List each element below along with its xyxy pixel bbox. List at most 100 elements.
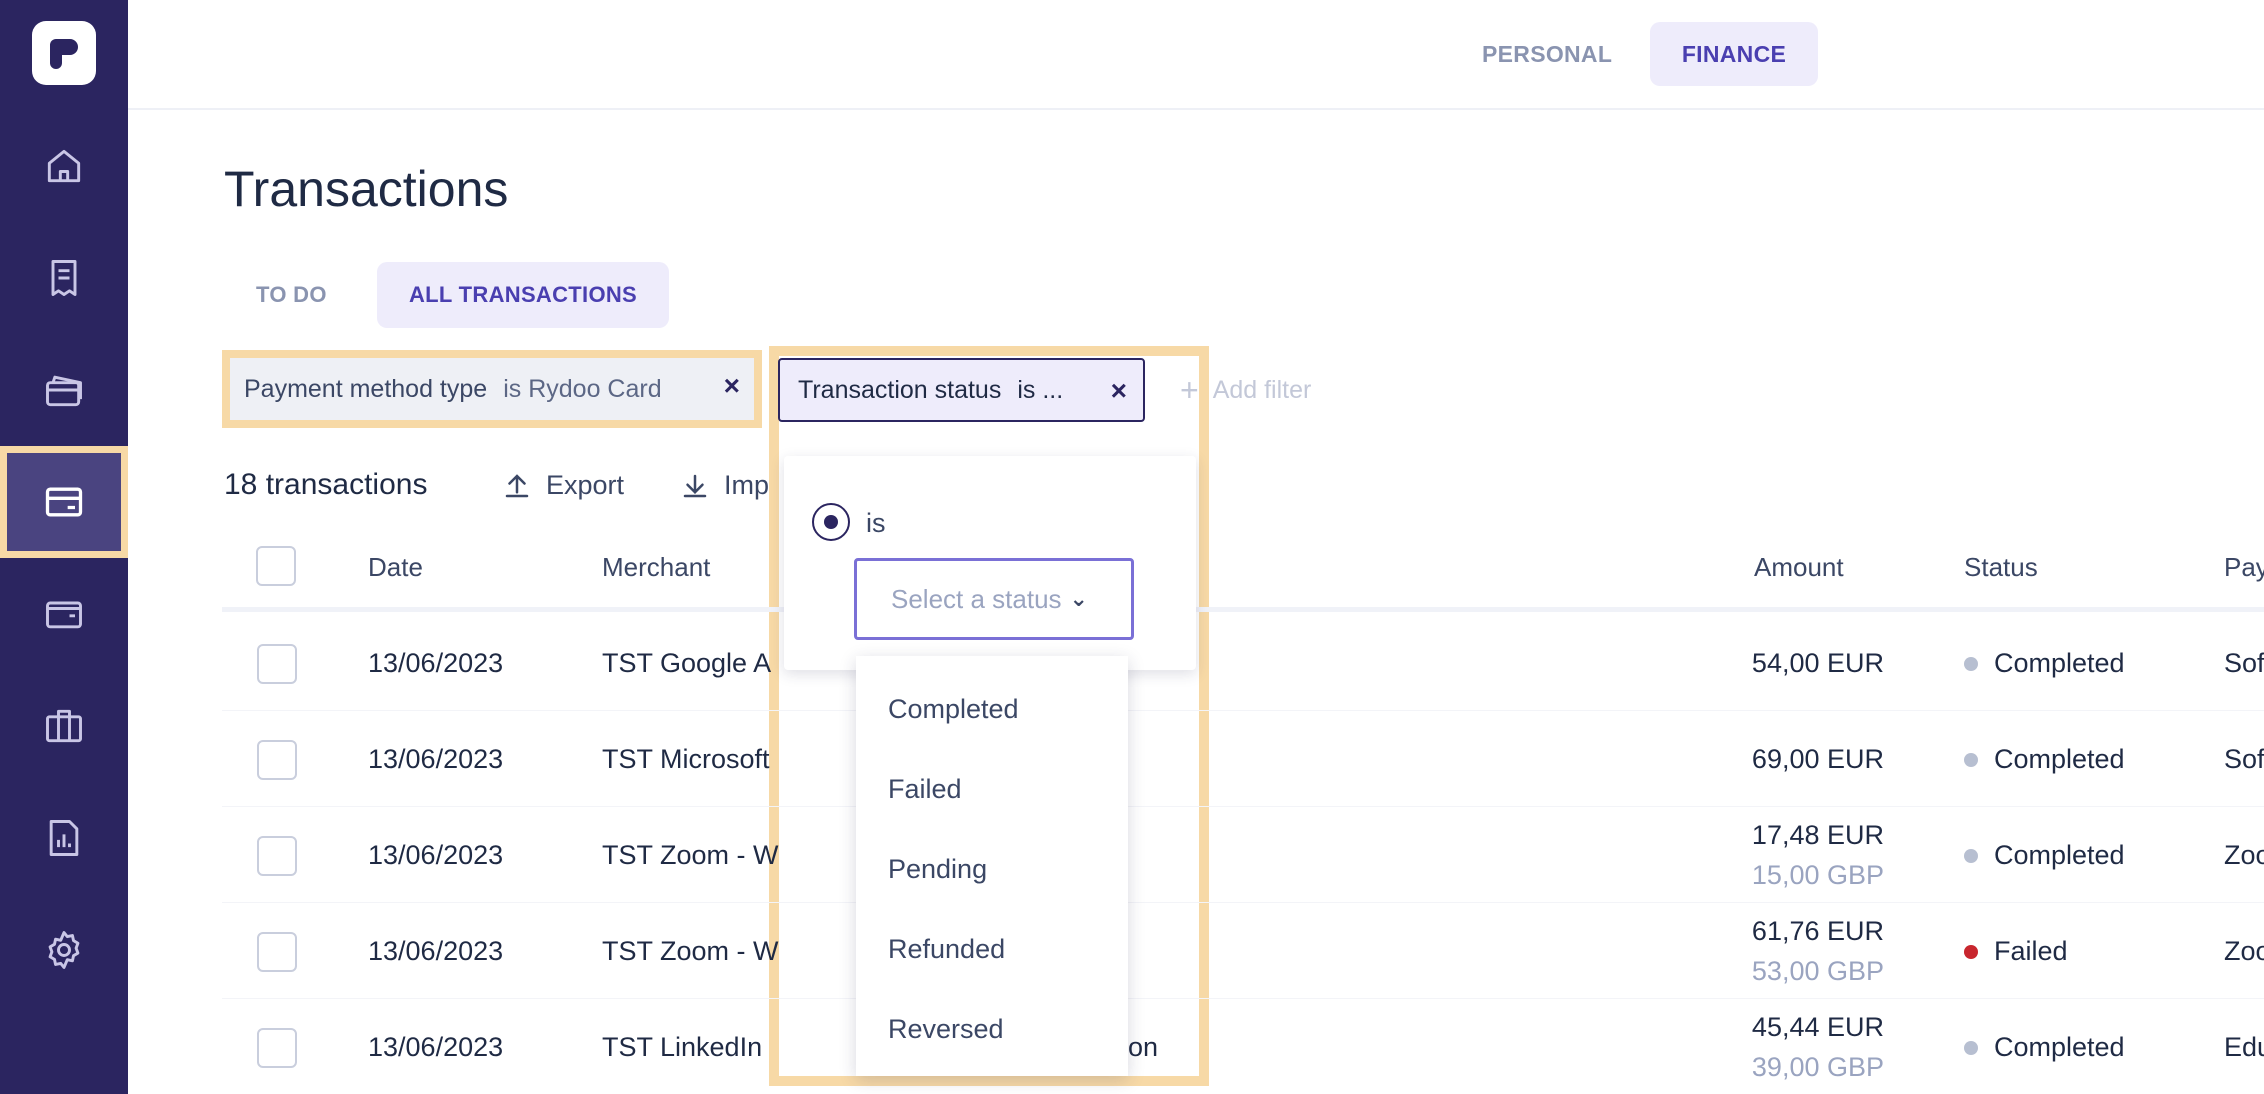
filter-value: is ... xyxy=(1017,375,1064,404)
filter-value: is Rydoo Card xyxy=(503,374,662,403)
cell-merchant: TST Google A xyxy=(602,648,772,678)
transactions-icon xyxy=(45,487,83,517)
nav-travel[interactable] xyxy=(0,670,128,782)
close-icon[interactable]: × xyxy=(723,370,740,401)
nav-reports[interactable] xyxy=(0,782,128,894)
status-dot xyxy=(1964,848,1978,863)
export-label: Export xyxy=(546,470,625,500)
cell-amount: 69,00 EUR xyxy=(1751,744,1884,774)
cell-payment: Edu xyxy=(2224,1032,2264,1062)
import-button[interactable]: Imp xyxy=(680,470,769,501)
status-badge: Failed xyxy=(1964,936,2068,967)
tab-to-do[interactable]: TO DO xyxy=(256,282,327,307)
cell-date: 13/06/2023 xyxy=(368,1032,504,1062)
row-checkbox[interactable] xyxy=(257,1028,297,1068)
column-header-status[interactable]: Status xyxy=(1964,552,2038,582)
row-checkbox[interactable] xyxy=(257,740,297,780)
add-filter-button[interactable]: + Add filter xyxy=(1180,374,1311,406)
cell-amount: 61,76 EUR xyxy=(1751,916,1884,946)
status-badge: Completed xyxy=(1964,744,2125,775)
row-checkbox[interactable] xyxy=(257,836,297,876)
select-all-checkbox[interactable] xyxy=(256,546,296,586)
status-select[interactable]: Select a status ⌄ xyxy=(854,558,1134,640)
cell-merchant: TST Microsoft xyxy=(602,744,770,774)
chevron-down-icon: ⌄ xyxy=(1069,586,1088,611)
highlight-frame xyxy=(769,346,1209,1086)
rydoo-logo[interactable] xyxy=(32,21,96,85)
cell-amount: 45,44 EUR xyxy=(1751,1012,1884,1042)
filter-label: Transaction status xyxy=(798,375,1002,404)
cell-date: 13/06/2023 xyxy=(368,744,504,774)
cell-merchant-tail: on xyxy=(1128,1032,1159,1062)
tab-personal[interactable]: PERSONAL xyxy=(1482,40,1613,67)
cell-amount: 17,48 EUR xyxy=(1751,820,1884,850)
option-reversed[interactable]: Reversed xyxy=(888,1014,1004,1044)
radio-is-label: is xyxy=(866,508,886,538)
cell-merchant: TST Zoom - W xyxy=(602,840,779,870)
nav-expenses[interactable] xyxy=(0,222,128,334)
column-header-date[interactable]: Date xyxy=(368,552,423,582)
cell-amount-original: 15,00 GBP xyxy=(1751,860,1884,890)
cell-payment: Zoo xyxy=(2224,840,2264,870)
receipt-icon xyxy=(51,260,77,296)
row-divider xyxy=(222,806,2264,807)
header-divider xyxy=(222,607,2264,612)
wallet-icon xyxy=(46,601,82,629)
cell-date: 13/06/2023 xyxy=(368,936,504,966)
row-divider xyxy=(222,902,2264,903)
status-dot xyxy=(1964,944,1978,959)
tab-finance[interactable]: FINANCE xyxy=(1650,22,1818,86)
filter-chip-transaction-status[interactable]: Transaction status is ... × xyxy=(778,358,1145,422)
cell-merchant: TST Zoom - W xyxy=(602,936,779,966)
option-refunded[interactable]: Refunded xyxy=(888,934,1006,964)
nav-settings[interactable] xyxy=(0,894,128,1006)
row-checkbox[interactable] xyxy=(257,932,297,972)
status-dot xyxy=(1964,1040,1978,1055)
export-button[interactable]: Export xyxy=(502,470,624,501)
page-title: Transactions xyxy=(224,161,509,217)
row-checkbox[interactable] xyxy=(257,644,297,684)
cell-payment: Sof xyxy=(2224,648,2264,678)
status-dot xyxy=(1964,752,1978,767)
nav-transactions[interactable] xyxy=(0,446,128,558)
row-divider xyxy=(222,998,2264,999)
filter-chip-payment-method[interactable]: Payment method type is Rydoo Card × xyxy=(222,350,762,428)
cell-amount: 54,00 EUR xyxy=(1751,648,1884,678)
status-dropdown: Completed Failed Pending Refunded Revers… xyxy=(856,656,1128,1076)
nav-wallet[interactable] xyxy=(0,558,128,670)
cards-icon xyxy=(46,375,82,407)
row-divider xyxy=(222,710,2264,711)
status-badge: Completed xyxy=(1964,648,2125,679)
option-pending[interactable]: Pending xyxy=(888,854,988,884)
cell-payment: Zoo xyxy=(2224,936,2264,966)
transaction-count: 18 transactions xyxy=(224,468,428,501)
option-failed[interactable]: Failed xyxy=(888,774,962,804)
cell-date: 13/06/2023 xyxy=(368,840,504,870)
filter-label: Payment method type xyxy=(244,374,488,403)
nav-cards[interactable] xyxy=(0,334,128,446)
plus-icon: + xyxy=(1180,372,1199,408)
status-dot xyxy=(1964,656,1978,671)
nav-home[interactable] xyxy=(0,110,128,222)
import-label: Imp xyxy=(724,470,770,500)
column-header-amount[interactable]: Amount xyxy=(1754,552,1844,582)
column-header-merchant[interactable]: Merchant xyxy=(602,552,711,582)
cell-date: 13/06/2023 xyxy=(368,648,504,678)
upload-icon xyxy=(505,473,529,497)
status-badge: Completed xyxy=(1964,1032,2125,1063)
tab-all-transactions[interactable]: ALL TRANSACTIONS xyxy=(377,262,669,328)
status-select-placeholder: Select a status xyxy=(891,583,1062,614)
download-icon xyxy=(683,474,707,497)
option-completed[interactable]: Completed xyxy=(888,694,1019,724)
home-icon xyxy=(47,149,81,183)
settings-icon xyxy=(48,931,80,969)
cell-payment: Sof xyxy=(2224,744,2264,774)
close-icon[interactable]: × xyxy=(1110,375,1127,406)
cell-merchant: TST LinkedIn xyxy=(602,1032,763,1062)
radio-is[interactable] xyxy=(812,503,850,541)
report-icon xyxy=(49,820,79,856)
column-header-payment[interactable]: Pay xyxy=(2224,552,2264,582)
briefcase-icon xyxy=(46,709,82,743)
top-bar: PERSONAL FINANCE xyxy=(128,0,2264,110)
cell-amount-original: 53,00 GBP xyxy=(1751,956,1884,986)
